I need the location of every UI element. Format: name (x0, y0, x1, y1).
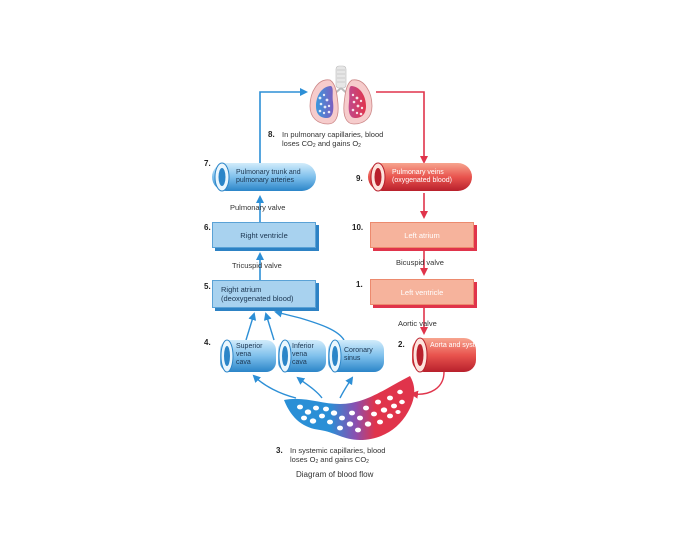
step-8-sub-b: 2 (358, 143, 361, 149)
step-6-number: 6. (204, 223, 211, 232)
coronary-sinus-line-2: sinus (344, 355, 361, 362)
step-10-number: 10. (352, 223, 364, 232)
superior-vena-cava-line-2: vena (236, 351, 252, 358)
left-atrium-box: Left atrium (370, 222, 474, 248)
tricuspid-valve-label: Tricuspid valve (232, 261, 282, 270)
aortic-valve-label: Aortic valve (398, 319, 437, 328)
step-8-label: In pulmonary capillaries, blood loses CO… (282, 130, 383, 151)
superior-vena-cava-line-3: cava (236, 359, 251, 366)
inferior-vena-cava-label: Inferior vena cava (292, 343, 314, 367)
step-8-sub-a: 2 (312, 143, 316, 149)
inferior-vena-cava-line-3: cava (292, 359, 307, 366)
arrow-inferior-vena-cava-to-right-atrium (263, 312, 275, 341)
superior-vena-cava-label: Superior vena cava (236, 343, 262, 367)
arrow-superior-vena-cava-to-right-atrium (245, 312, 257, 341)
pulmonary-valve-label: Pulmonary valve (230, 203, 286, 212)
inferior-vena-cava-line-2: vena (292, 351, 308, 358)
step-4-number: 4. (204, 338, 211, 347)
aorta-label: Aorta and systemic arteries (430, 342, 515, 349)
arrow-capillaries-to-coronary-sinus (339, 376, 354, 399)
arrow-pulmonary-arteries-to-lungs (259, 88, 308, 166)
right-atrium-label: Right atrium (221, 285, 262, 294)
step-7-number: 7. (204, 159, 211, 168)
left-ventricle-box: Left ventricle (370, 279, 474, 305)
arrow-aorta-to-systemic-capillaries (410, 371, 445, 399)
step-3-label: In systemic capillaries, blood loses O2 … (290, 446, 385, 467)
coronary-sinus-tube (328, 339, 384, 373)
pulmonary-veins-tube (368, 162, 472, 192)
step-9-number: 9. (356, 174, 363, 183)
step-8-label-line-2: loses CO2 and gains O2 (282, 139, 383, 151)
step-1-number: 1. (356, 280, 363, 289)
aorta-tube (412, 337, 476, 373)
diagram-caption: Diagram of blood flow (296, 470, 374, 479)
step-3-text-a: loses O (290, 455, 316, 464)
arrow-coronary-sinus-to-right-atrium (274, 309, 345, 341)
right-atrium-sublabel: (deoxygenated blood) (221, 294, 294, 303)
coronary-sinus-label: Coronary sinus (344, 347, 373, 363)
right-atrium-box: Right atrium (deoxygenated blood) (212, 280, 316, 308)
step-5-number: 5. (204, 282, 211, 291)
step-3-sub-b: 2 (366, 459, 369, 465)
superior-vena-cava-tube (220, 339, 276, 373)
step-8-text-b: and gains O (315, 139, 359, 148)
step-3-number: 3. (276, 446, 283, 455)
pulmonary-trunk-tube (212, 162, 316, 192)
lungs-icon (309, 65, 373, 125)
right-ventricle-box: Right ventricle (212, 222, 316, 248)
step-3-sub-a: 2 (315, 459, 319, 465)
superior-vena-cava-line-1: Superior (236, 343, 263, 350)
step-8-number: 8. (268, 130, 275, 139)
step-3-label-line-2: loses O2 and gains CO2 (290, 455, 385, 467)
pulmonary-veins-label: Pulmonary veins (oxygenated blood) (392, 169, 452, 185)
step-2-number: 2. (398, 340, 405, 349)
arrow-capillaries-to-inferior-vena-cava (296, 376, 323, 399)
pulmonary-trunk-label: Pulmonary trunk and pulmonary arteries (236, 169, 301, 185)
pulmonary-trunk-label-line-1: Pulmonary trunk and (236, 169, 301, 176)
coronary-sinus-line-1: Coronary (344, 347, 373, 354)
systemic-capillary-bed-icon (284, 376, 415, 440)
arrow-lungs-to-pulmonary-veins (376, 91, 428, 164)
pulmonary-trunk-label-line-2: pulmonary arteries (236, 177, 294, 184)
step-8-label-line-1: In pulmonary capillaries, blood (282, 130, 384, 139)
step-3-text-b: and gains CO (318, 455, 367, 464)
step-8-text-a: loses CO (282, 139, 313, 148)
inferior-vena-cava-line-1: Inferior (292, 343, 314, 350)
bicuspid-valve-label: Bicuspid valve (396, 258, 444, 267)
inferior-vena-cava-tube (278, 339, 326, 373)
pulmonary-veins-label-line-2: (oxygenated blood) (392, 177, 452, 184)
pulmonary-veins-label-line-1: Pulmonary veins (392, 169, 444, 176)
arrow-capillaries-to-superior-vena-cava (252, 374, 297, 399)
step-3-label-line-1: In systemic capillaries, blood (290, 446, 386, 455)
